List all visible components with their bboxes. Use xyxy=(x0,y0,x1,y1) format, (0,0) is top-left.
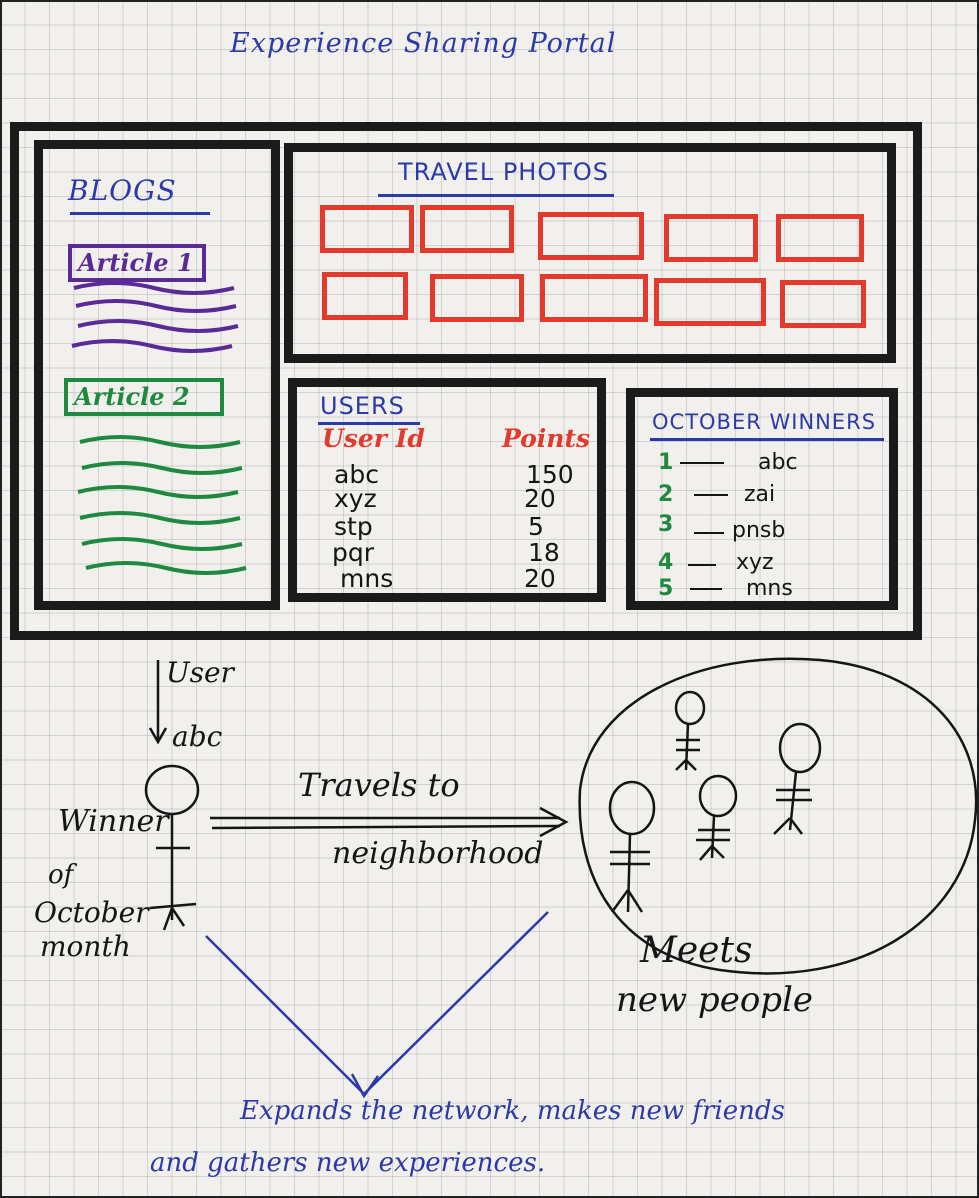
users-col-user-id: User Id xyxy=(322,424,425,453)
october-winners-panel xyxy=(626,388,898,610)
users-cell-points: 20 xyxy=(524,484,556,513)
winner-name: zai xyxy=(744,482,776,507)
users-cell-id: mns xyxy=(340,564,394,593)
travel-photos-underline xyxy=(378,194,614,197)
photo-thumbnail[interactable] xyxy=(664,214,758,262)
users-cell-id: abc xyxy=(334,460,379,489)
travel-photos-panel xyxy=(284,143,896,363)
person-icon xyxy=(773,722,822,835)
winner-stick-figure-icon xyxy=(144,764,200,931)
portal-wireframe xyxy=(10,122,922,640)
photo-thumbnail[interactable] xyxy=(776,214,864,262)
photo-thumbnail[interactable] xyxy=(320,205,414,253)
users-cell-points: 5 xyxy=(528,512,544,541)
page-title: Experience Sharing Portal xyxy=(230,28,617,59)
winner-dash xyxy=(688,564,716,566)
winner-dash xyxy=(690,588,722,590)
users-heading: USERS xyxy=(320,392,405,420)
photo-thumbnail[interactable] xyxy=(780,280,866,328)
winner-label-line2: of xyxy=(48,860,74,890)
photo-thumbnail[interactable] xyxy=(322,272,408,320)
travel-photos-heading: TRAVEL PHOTOS xyxy=(398,158,610,186)
result-arrow xyxy=(205,911,549,1099)
blogs-heading-underline xyxy=(70,212,210,215)
winner-name: pnsb xyxy=(732,518,786,543)
person-icon xyxy=(696,774,738,861)
users-cell-points: 18 xyxy=(528,538,560,567)
winner-label-line4: month xyxy=(40,930,131,963)
winner-rank: 1 xyxy=(658,450,674,475)
users-col-points: Points xyxy=(502,424,591,453)
travel-label-bottom: neighborhood xyxy=(332,836,544,871)
winner-label-line3: October xyxy=(34,896,149,929)
user-down-arrow xyxy=(148,660,168,745)
users-panel xyxy=(288,378,606,602)
winner-label-line1: Winner xyxy=(58,804,169,839)
article-2-text-lines xyxy=(77,435,247,575)
photo-thumbnail[interactable] xyxy=(654,278,766,326)
users-cell-id: stp xyxy=(334,512,373,541)
person-icon xyxy=(674,690,706,771)
blogs-panel xyxy=(34,140,280,610)
winner-name: mns xyxy=(746,576,793,601)
users-cell-id: pqr xyxy=(332,538,375,567)
photo-thumbnail[interactable] xyxy=(540,274,648,322)
article-1-link[interactable]: Article 1 xyxy=(68,244,206,282)
travel-arrow xyxy=(210,806,569,838)
users-cell-points: 150 xyxy=(526,460,574,489)
neighborhood-area xyxy=(578,657,978,975)
travel-label-top: Travels to xyxy=(298,766,460,804)
photo-thumbnail[interactable] xyxy=(430,274,524,322)
article-2-link[interactable]: Article 2 xyxy=(64,378,224,416)
flow-user-name: abc xyxy=(172,720,223,753)
winner-name: xyz xyxy=(736,550,774,575)
winner-dash xyxy=(680,462,724,464)
users-cell-points: 20 xyxy=(524,564,556,593)
winner-rank: 4 xyxy=(658,550,674,575)
winner-dash xyxy=(694,494,728,496)
result-line-1: Expands the network, makes new friends xyxy=(240,1096,785,1126)
meets-label-bottom: new people xyxy=(616,980,814,1020)
users-heading-underline xyxy=(318,422,420,425)
winner-name: abc xyxy=(758,450,798,475)
october-winners-heading: OCTOBER WINNERS xyxy=(652,410,877,434)
october-winners-underline xyxy=(650,438,884,441)
blogs-heading: BLOGS xyxy=(68,174,177,207)
person-icon xyxy=(608,780,656,913)
winner-rank: 3 xyxy=(658,512,674,537)
article-1-text-lines xyxy=(71,281,239,353)
winner-rank: 5 xyxy=(658,576,674,601)
photo-thumbnail[interactable] xyxy=(420,205,514,253)
result-line-2: and gathers new experiences. xyxy=(150,1148,546,1178)
flow-user-label: User xyxy=(166,656,234,689)
winner-rank: 2 xyxy=(658,482,674,507)
photo-thumbnail[interactable] xyxy=(538,212,644,260)
users-cell-id: xyz xyxy=(334,484,377,513)
winner-dash xyxy=(694,532,724,534)
